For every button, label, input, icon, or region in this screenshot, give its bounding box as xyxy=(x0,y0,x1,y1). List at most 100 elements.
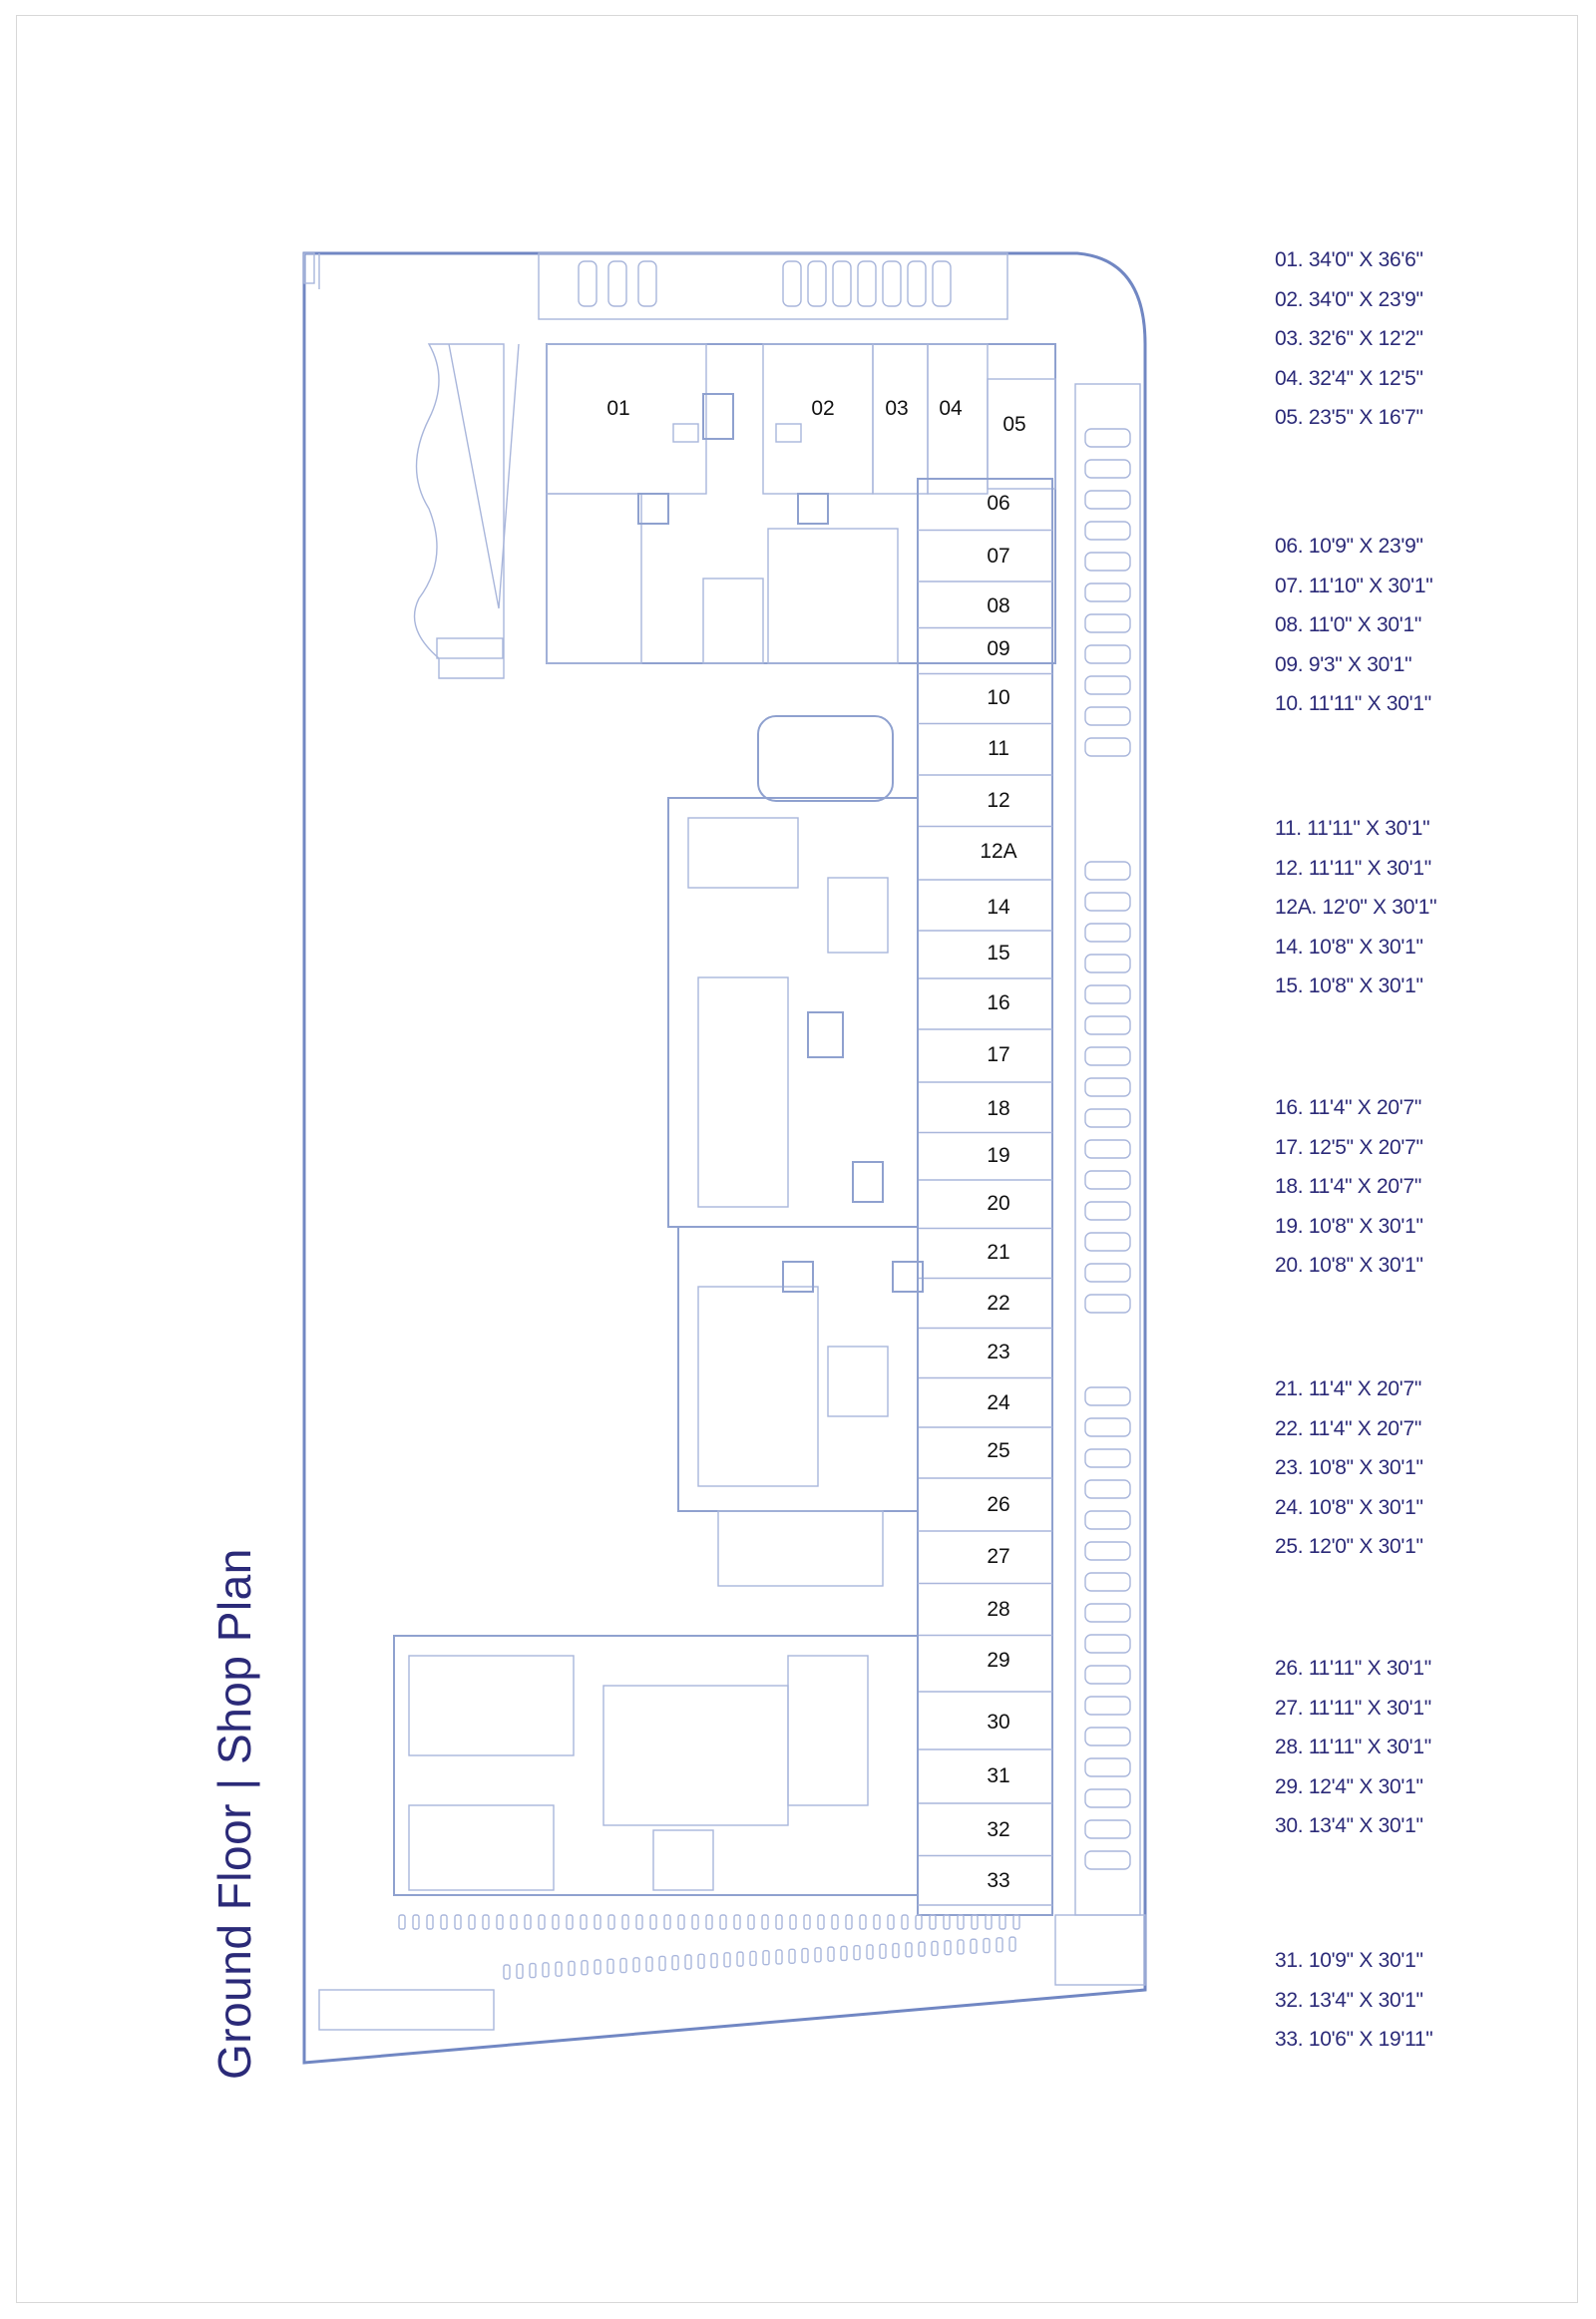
two-wheeler-slot xyxy=(971,1914,979,1930)
legend-item: 10. 11'11" X 30'1" xyxy=(1275,692,1431,715)
parking-car xyxy=(1084,675,1131,695)
two-wheeler-slot xyxy=(918,1941,926,1957)
parking-car xyxy=(932,260,952,307)
parking-car xyxy=(1084,1696,1131,1716)
two-wheeler-slot xyxy=(468,1914,476,1930)
two-wheeler-slot xyxy=(723,1952,731,1968)
shop-label-19: 19 xyxy=(987,1144,1009,1167)
parking-car xyxy=(1084,1572,1131,1592)
legend-item: 12A. 12'0" X 30'1" xyxy=(1275,896,1437,919)
two-wheeler-slot xyxy=(853,1944,861,1961)
two-wheeler-slot xyxy=(892,1942,900,1959)
shop-label-26: 26 xyxy=(987,1493,1009,1516)
se-hatch xyxy=(1054,1914,1146,1986)
legend-group: 21. 11'4" X 20'7"22. 11'4" X 20'7"23. 10… xyxy=(1275,1378,1423,1576)
two-wheeler-slot xyxy=(440,1914,448,1930)
legend-group: 01. 34'0" X 36'6"02. 34'0" X 23'9"03. 32… xyxy=(1275,249,1423,447)
legend-item: 18. 11'4" X 20'7" xyxy=(1275,1175,1422,1198)
parking-car xyxy=(1084,1788,1131,1808)
parking-car xyxy=(637,260,657,307)
parking-car xyxy=(1084,552,1131,572)
legend-item: 27. 11'11" X 30'1" xyxy=(1275,1696,1431,1720)
two-wheeler-slot xyxy=(762,1949,770,1966)
two-wheeler-slot xyxy=(845,1914,853,1930)
two-wheeler-slot xyxy=(398,1914,406,1930)
legend-item: 30. 13'4" X 30'1" xyxy=(1275,1814,1423,1837)
two-wheeler-slot xyxy=(915,1914,923,1930)
shop-label-17: 17 xyxy=(987,1043,1009,1066)
legend-item: 32. 13'4" X 30'1" xyxy=(1275,1988,1423,2012)
two-wheeler-slot xyxy=(866,1944,874,1960)
parking-car xyxy=(1084,1015,1131,1035)
two-wheeler-slot xyxy=(873,1914,881,1930)
two-wheeler-slot xyxy=(775,1949,783,1965)
two-wheeler-slot xyxy=(658,1955,666,1972)
parking-car xyxy=(1084,1077,1131,1097)
two-wheeler-slot xyxy=(985,1914,993,1930)
legend-item: 33. 10'6" X 19'11" xyxy=(1275,2028,1433,2051)
two-wheeler-slot xyxy=(931,1940,939,1957)
two-wheeler-slot xyxy=(710,1952,718,1969)
two-wheeler-slot xyxy=(691,1914,699,1930)
parking-car xyxy=(907,260,927,307)
parking-car xyxy=(1084,1479,1131,1499)
shop-label-12: 12 xyxy=(987,789,1009,812)
two-wheeler-slot xyxy=(801,1947,809,1964)
two-wheeler-slot xyxy=(1008,1936,1016,1952)
parking-car xyxy=(578,260,598,307)
parking-car xyxy=(1084,1603,1131,1623)
two-wheeler-slot xyxy=(516,1963,524,1979)
two-wheeler-slot xyxy=(1012,1914,1020,1930)
legend-item: 02. 34'0" X 23'9" xyxy=(1275,287,1423,311)
legend-item: 03. 32'6" X 12'2" xyxy=(1275,327,1423,350)
legend-item: 20. 10'8" X 30'1" xyxy=(1275,1254,1423,1277)
parking-car xyxy=(1084,521,1131,541)
shop-label-06: 06 xyxy=(987,492,1009,515)
parking-car xyxy=(1084,1757,1131,1777)
two-wheeler-slot xyxy=(788,1948,796,1964)
two-wheeler-slot xyxy=(803,1914,811,1930)
legend-item: 28. 11'11" X 30'1" xyxy=(1275,1736,1431,1758)
two-wheeler-slot xyxy=(426,1914,434,1930)
two-wheeler-slot xyxy=(957,1939,965,1955)
shop-label-20: 20 xyxy=(987,1192,1009,1215)
north-block xyxy=(546,343,1056,664)
legend-item: 08. 11'0" X 30'1" xyxy=(1275,613,1422,636)
two-wheeler-slot xyxy=(542,1962,550,1978)
shop-label-07: 07 xyxy=(987,545,1009,568)
parking-car xyxy=(882,260,902,307)
two-wheeler-slot xyxy=(879,1943,887,1959)
two-wheeler-slot xyxy=(929,1914,937,1930)
two-wheeler-slot xyxy=(684,1954,692,1970)
shop-label-03: 03 xyxy=(885,397,908,420)
plan-title-text: Ground Floor | Shop Plan xyxy=(208,1548,260,2080)
two-wheeler-slot xyxy=(594,1959,601,1975)
parking-car xyxy=(1084,428,1131,448)
stair-north xyxy=(702,578,764,664)
parking-car xyxy=(782,260,802,307)
two-wheeler-slot xyxy=(482,1914,490,1930)
legend-item: 21. 11'4" X 20'7" xyxy=(1275,1377,1422,1400)
two-wheeler-slot xyxy=(454,1914,462,1930)
parking-car xyxy=(1084,1386,1131,1406)
two-wheeler-slot xyxy=(859,1914,867,1930)
two-wheeler-slot xyxy=(705,1914,713,1930)
top-parking xyxy=(538,252,1008,320)
parking-car xyxy=(832,260,852,307)
two-wheeler-slot xyxy=(901,1914,909,1930)
two-wheeler-slot xyxy=(645,1956,653,1972)
south-block xyxy=(393,1635,919,1896)
legend-item: 24. 10'8" X 30'1" xyxy=(1275,1495,1423,1519)
south-basin xyxy=(318,1989,495,2031)
two-wheeler-slot xyxy=(840,1945,848,1962)
parking-car xyxy=(1084,1139,1131,1159)
parking-car xyxy=(1084,1510,1131,1530)
parking-car xyxy=(1084,1170,1131,1190)
two-wheeler-slot xyxy=(635,1914,643,1930)
two-wheeler-slot xyxy=(649,1914,657,1930)
two-wheeler-slot xyxy=(996,1937,1003,1953)
two-wheeler-slot xyxy=(983,1937,991,1954)
two-wheeler-slot xyxy=(814,1947,822,1963)
two-wheeler-slot xyxy=(632,1957,640,1973)
legend-group: 31. 10'9" X 30'1"32. 13'4" X 30'1"33. 10… xyxy=(1275,1950,1433,2069)
